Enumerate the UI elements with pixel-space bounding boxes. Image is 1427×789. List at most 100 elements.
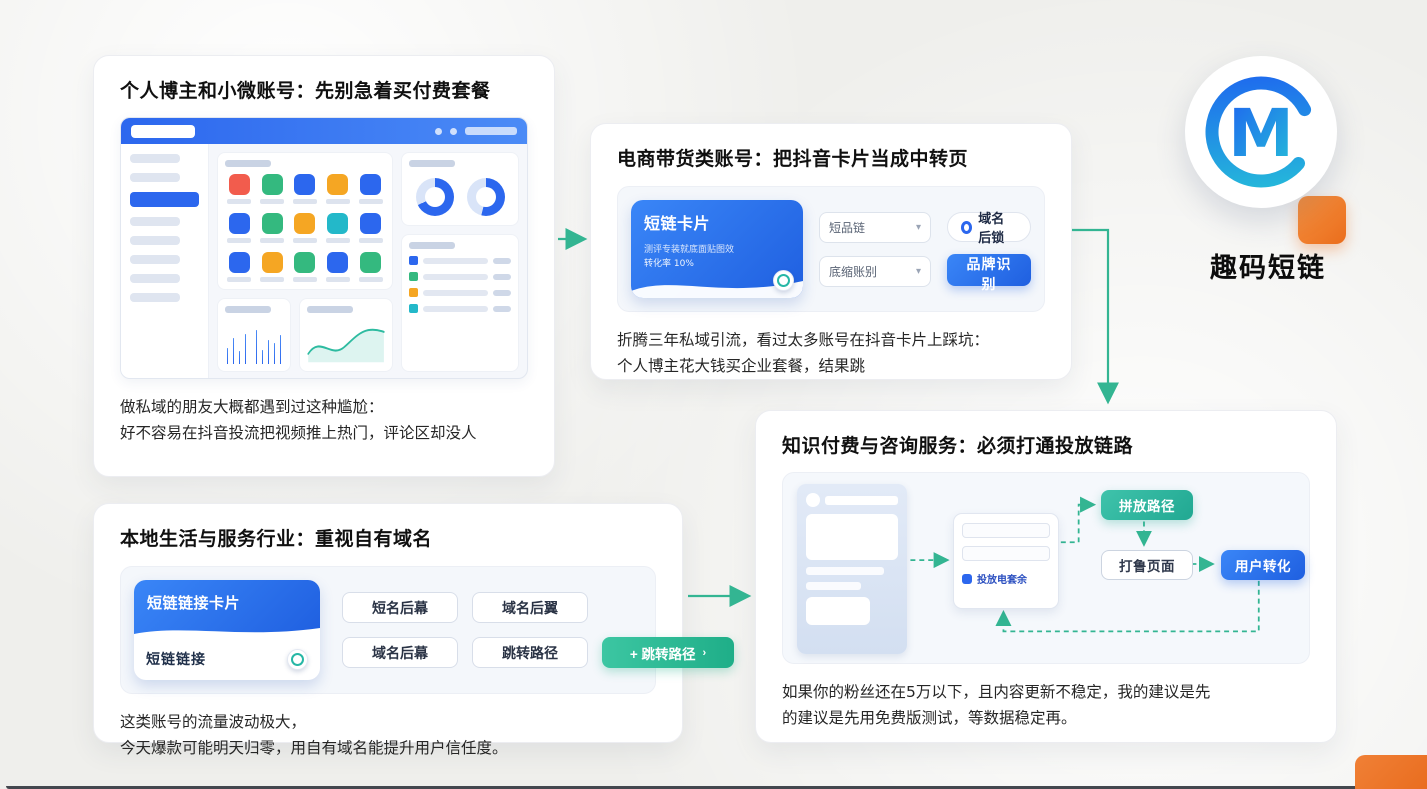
- app-shortcut[interactable]: [258, 213, 287, 243]
- card-local-services: 本地生活与服务行业：重视自有域名 短链链接卡片 短链链接 短名后幕 域名后翼 域…: [93, 503, 734, 757]
- step-user-conversion[interactable]: 用户转化: [1221, 550, 1305, 580]
- app-shortcut[interactable]: [356, 213, 385, 243]
- ecommerce-mock-panel: 短链卡片 测评专装就底面贴图效 转化率 10% 短品链 ▾ 底缩账别 ▾ 域名后…: [617, 186, 1045, 312]
- card-knowledge-title: 知识付费与咨询服务：必须打通投放链路: [782, 435, 1134, 457]
- chevron-down-icon: ▾: [915, 221, 921, 233]
- arrow-ecommerce-to-knowledge: [1072, 228, 1119, 405]
- app-shortcut[interactable]: [323, 174, 352, 204]
- app-icon: [327, 252, 349, 273]
- avatar: [806, 493, 820, 507]
- shortlink-card-mock[interactable]: 短链卡片 测评专装就底面贴图效 转化率 10%: [631, 200, 803, 298]
- app-shortcut[interactable]: [225, 174, 254, 204]
- app-grid-panel: [217, 152, 393, 290]
- add-jump-path-button[interactable]: + 跳转路径 ›: [602, 637, 734, 668]
- line-chart: [307, 328, 385, 363]
- donut-chart: [415, 178, 454, 216]
- donut-chart: [466, 178, 505, 216]
- user-account-label[interactable]: [465, 127, 517, 135]
- sidebar-menu-item[interactable]: [130, 192, 199, 207]
- dropdown-domain[interactable]: 底缩账别 ▾: [819, 255, 931, 287]
- sidebar-menu-item[interactable]: [130, 274, 180, 283]
- app-icon: [228, 252, 250, 273]
- app-shortcut[interactable]: [225, 213, 254, 243]
- app-icon: [261, 174, 283, 195]
- app-shortcut[interactable]: [356, 252, 385, 282]
- list-panel: [401, 234, 519, 372]
- settings-icon[interactable]: [450, 127, 457, 135]
- logo-circle: M: [1185, 56, 1337, 208]
- app-label-placeholder: [358, 238, 383, 243]
- form-input[interactable]: [962, 546, 1050, 561]
- app-icon: [360, 213, 382, 234]
- funnel-flow-panel: 投放电套余 拼放路径 打鲁页面 用户转化: [782, 472, 1310, 664]
- sidebar-menu-item[interactable]: [130, 154, 180, 163]
- app-icon: [228, 213, 250, 234]
- app-icon: [294, 252, 316, 273]
- card-ecommerce-title: 电商带货类账号：把抖音卡片当成中转页: [617, 148, 969, 170]
- app-label-placeholder: [358, 277, 383, 282]
- sidebar-menu-item[interactable]: [130, 255, 180, 264]
- option-chips: 短名后幕 域名后翼 域名后幕 跳转路径 + 跳转路径 ›: [342, 592, 734, 668]
- notification-icon[interactable]: [435, 127, 442, 135]
- app-shortcut[interactable]: [356, 174, 385, 204]
- form-input[interactable]: [962, 523, 1050, 538]
- app-label-placeholder: [325, 238, 350, 243]
- local-mock-panel: 短链链接卡片 短链链接 短名后幕 域名后翼 域名后幕 跳转路径 + 跳转路径 ›: [120, 566, 734, 694]
- step-placement-path[interactable]: 拼放路径: [1101, 490, 1193, 520]
- list-item: [409, 288, 511, 297]
- app-label-placeholder: [227, 238, 252, 243]
- dashboard-sidebar: [121, 144, 209, 378]
- app-icon: [261, 252, 283, 273]
- app-shortcut[interactable]: [258, 252, 287, 282]
- brand-identify-button[interactable]: 品牌识别: [947, 254, 1031, 292]
- app-shortcut[interactable]: [225, 252, 254, 282]
- app-icon: [294, 213, 316, 234]
- domain-suffix-radio[interactable]: 域名后锁: [947, 212, 1031, 246]
- step-landing-page[interactable]: 打鲁页面: [1101, 550, 1193, 580]
- bar: [268, 339, 270, 364]
- app-shortcut[interactable]: [258, 174, 287, 204]
- sidebar-menu-item[interactable]: [130, 293, 180, 302]
- app-shortcut[interactable]: [323, 252, 352, 282]
- dash-app-grid: [225, 174, 385, 282]
- app-label-placeholder: [260, 199, 285, 204]
- list-item: [409, 256, 511, 265]
- app-label-placeholder: [292, 277, 317, 282]
- sidebar-menu-item[interactable]: [130, 217, 180, 226]
- chip-jump-path[interactable]: 跳转路径: [472, 637, 588, 668]
- bar: [238, 351, 240, 364]
- phone-page-mockup: [797, 484, 907, 654]
- app-shortcut[interactable]: [291, 252, 320, 282]
- plan-icon: [962, 573, 972, 584]
- card-personal-bloggers: 个人博主和小微账号：先别急着买付费套餐: [93, 55, 555, 477]
- chip-domain-suffix-2[interactable]: 域名后幕: [342, 637, 458, 668]
- svg-text:M: M: [1228, 95, 1294, 172]
- shortlink-link-card-mock[interactable]: 短链链接卡片 短链链接: [134, 580, 320, 680]
- placement-form-mock: 投放电套余: [953, 513, 1059, 609]
- bar-chart-panel: [217, 298, 291, 372]
- app-shortcut[interactable]: [323, 213, 352, 243]
- app-shortcut[interactable]: [291, 174, 320, 204]
- bar: [232, 337, 234, 364]
- panel-title-placeholder: [225, 160, 271, 167]
- sidebar-menu-item[interactable]: [130, 173, 180, 182]
- chip-short-suffix[interactable]: 短名后幕: [342, 592, 458, 623]
- bar: [250, 344, 252, 364]
- chip-domain-suffix-1[interactable]: 域名后翼: [472, 592, 588, 623]
- local-card-title: 短链链接卡片: [147, 594, 241, 612]
- card-ecommerce-caption: 折腾三年私域引流，看过太多账号在抖音卡片上踩坑： 个人博主花大钱买企业套餐，结果…: [617, 331, 990, 376]
- bar: [244, 333, 246, 364]
- logo-m-icon: M: [1205, 76, 1317, 188]
- shortlink-card-line1: 测评专装就底面贴图效: [644, 245, 735, 255]
- app-icon: [360, 252, 382, 273]
- bar: [227, 348, 228, 364]
- app-shortcut[interactable]: [291, 213, 320, 243]
- sidebar-menu-item[interactable]: [130, 236, 180, 245]
- card-personal-title: 个人博主和小微账号：先别急着买付费套餐: [120, 80, 491, 102]
- app-label-placeholder: [227, 277, 252, 282]
- list-item: [409, 304, 511, 313]
- local-card-sub: 短链链接: [146, 652, 206, 668]
- link-badge-icon: [773, 270, 794, 291]
- donut-panel: [401, 152, 519, 226]
- dropdown-link-type[interactable]: 短品链 ▾: [819, 211, 931, 243]
